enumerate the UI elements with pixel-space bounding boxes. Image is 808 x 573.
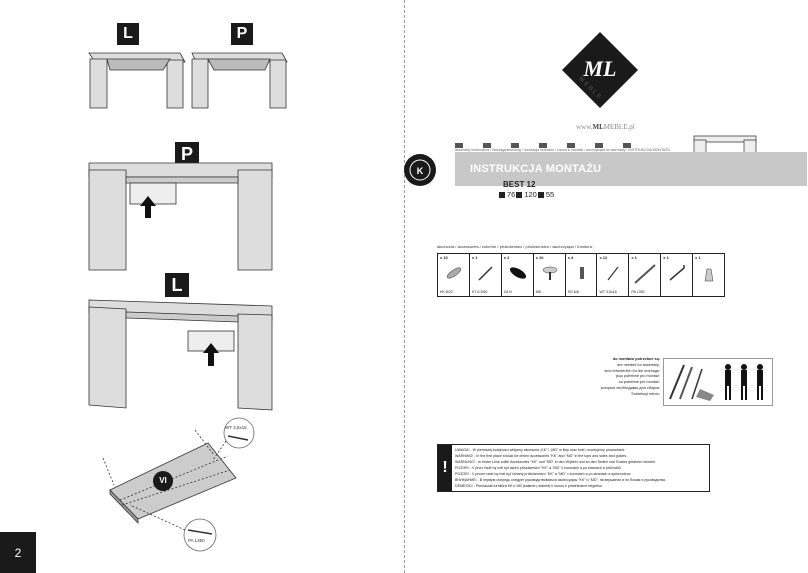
accessories-table: x 10 KK 8/22 x 1 KT 6.3/50 x 2 ZA N x 10… xyxy=(437,253,725,297)
accessory-cell: x 4 SG 6/8 xyxy=(566,254,598,296)
desk-l-small xyxy=(88,52,186,109)
model-name: BEST 12 xyxy=(503,180,536,189)
screw-callout-circle xyxy=(223,417,255,449)
arrow-up-icon-2 xyxy=(203,343,219,366)
desk-p-large xyxy=(88,162,273,271)
accessory-cell: x 10 MD xyxy=(534,254,566,296)
accessory-cell: x 1 xyxy=(693,254,724,296)
accessory-cell: x 1 xyxy=(661,254,694,296)
website: www.MLMEBLE.pl xyxy=(576,123,635,131)
depth-icon xyxy=(537,191,544,198)
languages-line: assembly instructions / Montageanleitung… xyxy=(455,148,671,152)
bolt-icon xyxy=(579,267,584,279)
language-flags xyxy=(455,143,631,148)
page-title: INSTRUKCJA MONTAŻU xyxy=(470,163,602,175)
label-p-top: P xyxy=(231,23,253,45)
page-divider xyxy=(404,0,405,573)
warning-icon: ! xyxy=(438,445,452,491)
allen-key-icon xyxy=(669,265,685,281)
label-l-mid: L xyxy=(165,273,189,297)
svg-text:K: K xyxy=(417,166,424,176)
glue-icon xyxy=(704,268,714,282)
wood-screw-icon xyxy=(607,266,619,281)
arrow-up-icon xyxy=(140,196,156,218)
cam-lock-icon xyxy=(542,266,557,280)
accessories-title: akcesoria / accessories / zubehör / přís… xyxy=(437,244,595,249)
rail-callout-circle xyxy=(183,518,217,552)
warning-box: ! UWAGA! - W pierwszej kolejności wbijam… xyxy=(437,444,710,492)
tools-and-people-icon xyxy=(669,364,763,401)
rail-callout-label: PA L350 xyxy=(188,538,205,543)
accessory-cell: x 1 PA L350 xyxy=(629,254,662,296)
tools-required-text: do montażu potrzebne są: are needed for … xyxy=(600,357,660,396)
ml-logo-icon: ML xyxy=(562,32,638,108)
accessory-cell: x 12 WT 3,5x16 xyxy=(597,254,630,296)
handle-icon xyxy=(509,267,526,279)
accessory-cell: x 1 KT 6.3/50 xyxy=(470,254,502,296)
page-number: 2 xyxy=(0,532,36,573)
dowel-icon xyxy=(446,267,462,279)
desk-l-large xyxy=(88,299,273,411)
svg-text:ML: ML xyxy=(583,56,617,81)
screw-callout-label: WT 3,5x16 xyxy=(225,425,247,430)
desk-thumbnail xyxy=(693,135,757,173)
height-icon xyxy=(499,191,505,198)
accessory-cell: x 2 ZA N xyxy=(502,254,534,296)
label-p-mid: P xyxy=(175,142,199,166)
title-banner xyxy=(455,152,807,186)
accessory-cell: x 10 KK 8/22 xyxy=(438,254,470,296)
label-l-top: L xyxy=(117,23,139,45)
rail-icon xyxy=(634,264,657,284)
screw-icon xyxy=(478,266,493,281)
desk-p-small xyxy=(191,52,288,109)
assembly-drawings xyxy=(88,52,288,552)
quality-seal-icon: K xyxy=(404,154,436,186)
dimensions: 76 120 55 xyxy=(499,190,554,199)
width-icon xyxy=(516,191,523,198)
step-label: VI xyxy=(159,476,167,485)
tools-illustration xyxy=(663,358,773,406)
step-badge xyxy=(153,471,173,491)
